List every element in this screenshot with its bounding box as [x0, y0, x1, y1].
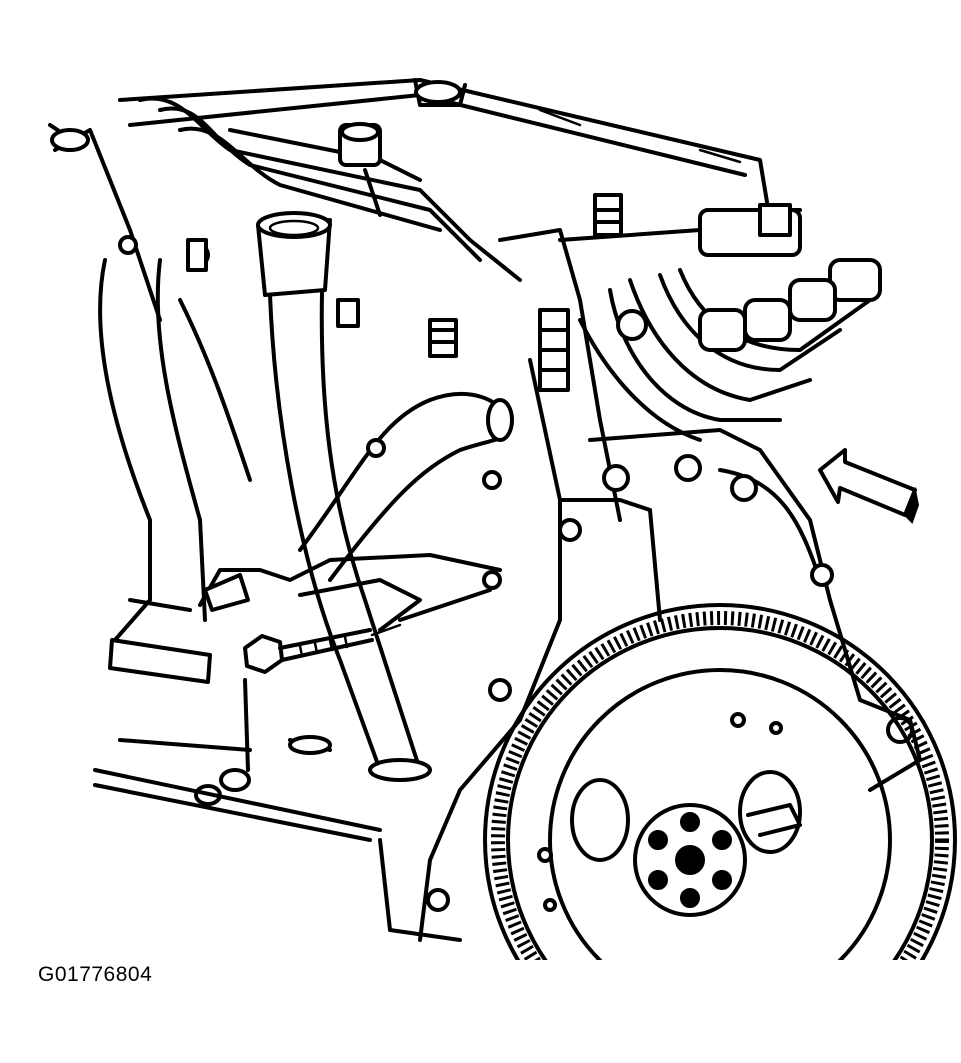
engine-block-lower	[93, 735, 462, 942]
bracket	[198, 553, 502, 632]
exhaust-manifold	[48, 123, 252, 684]
spark-plug-wires	[138, 96, 522, 282]
flywheel	[483, 603, 957, 960]
engine-illustration	[48, 78, 957, 960]
bolt	[243, 623, 402, 674]
flywheel-bolts	[648, 812, 732, 908]
dipstick-tube	[256, 211, 432, 782]
spark-plugs	[336, 193, 623, 490]
arrow-pointing-left-icon	[818, 448, 920, 524]
upper-hose	[298, 391, 514, 582]
washer	[194, 678, 251, 806]
ignition-coil-pack	[558, 203, 882, 442]
figure-id-label: G01776804	[38, 963, 153, 986]
